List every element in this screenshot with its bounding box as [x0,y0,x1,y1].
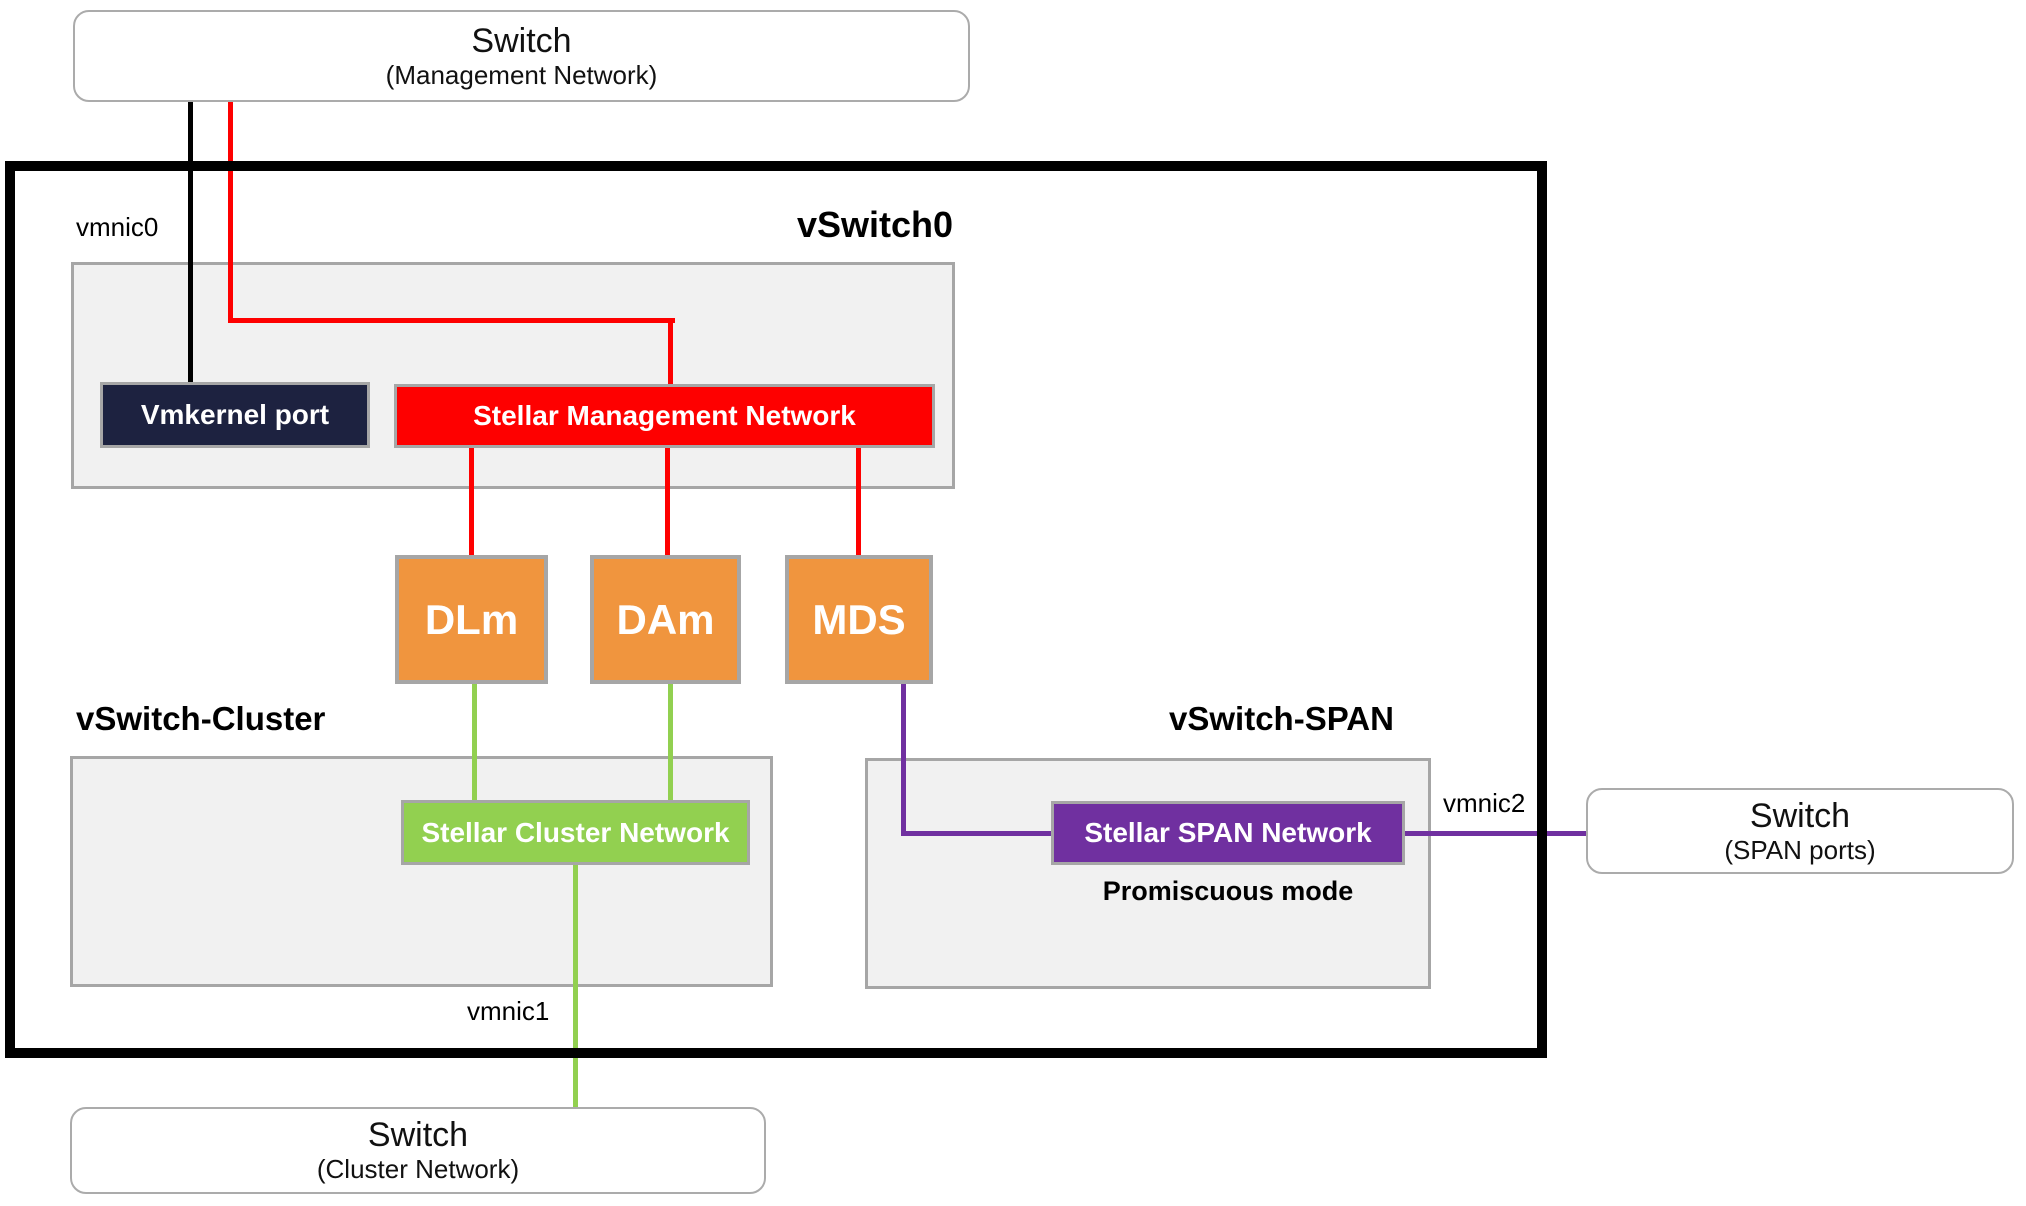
vmkernel-port-box: Vmkernel port [100,382,370,448]
stellar-cluster-network-box: Stellar Cluster Network [401,800,750,865]
span-network-to-span-switch-line [1403,831,1588,836]
vswitch0-panel [71,262,955,489]
cluster-network-to-cluster-switch-line [573,863,578,1109]
mgmt-network-to-dam-line [665,446,670,558]
vswitch-cluster-title: vSwitch-Cluster [76,700,326,737]
vm-dlm-box: DLm [395,555,548,684]
vm-mds-box: MDS [785,555,933,684]
mgmt-network-to-dlm-line [469,446,474,558]
mgmt-switch-to-vmkernel-line [188,101,193,385]
vmnic2-label: vmnic2 [1443,788,1526,818]
switch-management-subtitle: (Management Network) [385,59,658,90]
vmnic0-label: vmnic0 [76,212,159,242]
switch-span-ports-box: Switch (SPAN ports) [1586,788,2014,874]
switch-management-title: Switch [471,21,572,60]
dlm-to-cluster-network-line [472,682,477,803]
mgmt-switch-to-mgmt-network-line-drop [668,318,673,388]
vswitch-span-panel [865,758,1431,989]
mds-to-span-network-line-horizontal [901,831,1053,836]
switch-cluster-subtitle: (Cluster Network) [316,1154,520,1185]
mgmt-network-to-mds-line [856,446,861,558]
mds-to-span-network-line-vertical [901,682,906,836]
switch-management-network-box: Switch (Management Network) [73,10,970,102]
esxi-host-outline [5,161,1547,1058]
switch-span-title: Switch [1749,796,1851,835]
stellar-management-network-box: Stellar Management Network [394,384,935,448]
promiscuous-mode-label: Promiscuous mode [1102,876,1354,906]
switch-cluster-network-box: Switch (Cluster Network) [70,1107,766,1194]
vswitch0-title: vSwitch0 [796,204,954,245]
stellar-span-network-box: Stellar SPAN Network [1051,801,1405,865]
vm-dam-box: DAm [590,555,741,684]
mgmt-switch-to-mgmt-network-line-horizontal [228,318,675,323]
vmnic1-label: vmnic1 [467,996,550,1026]
vswitch-span-title: vSwitch-SPAN [1169,700,1394,737]
vswitch-cluster-panel [70,756,773,987]
dam-to-cluster-network-line [668,682,673,803]
switch-span-subtitle: (SPAN ports) [1724,834,1876,865]
mgmt-switch-to-mgmt-network-line-vertical [228,101,233,323]
switch-cluster-title: Switch [367,1116,469,1154]
